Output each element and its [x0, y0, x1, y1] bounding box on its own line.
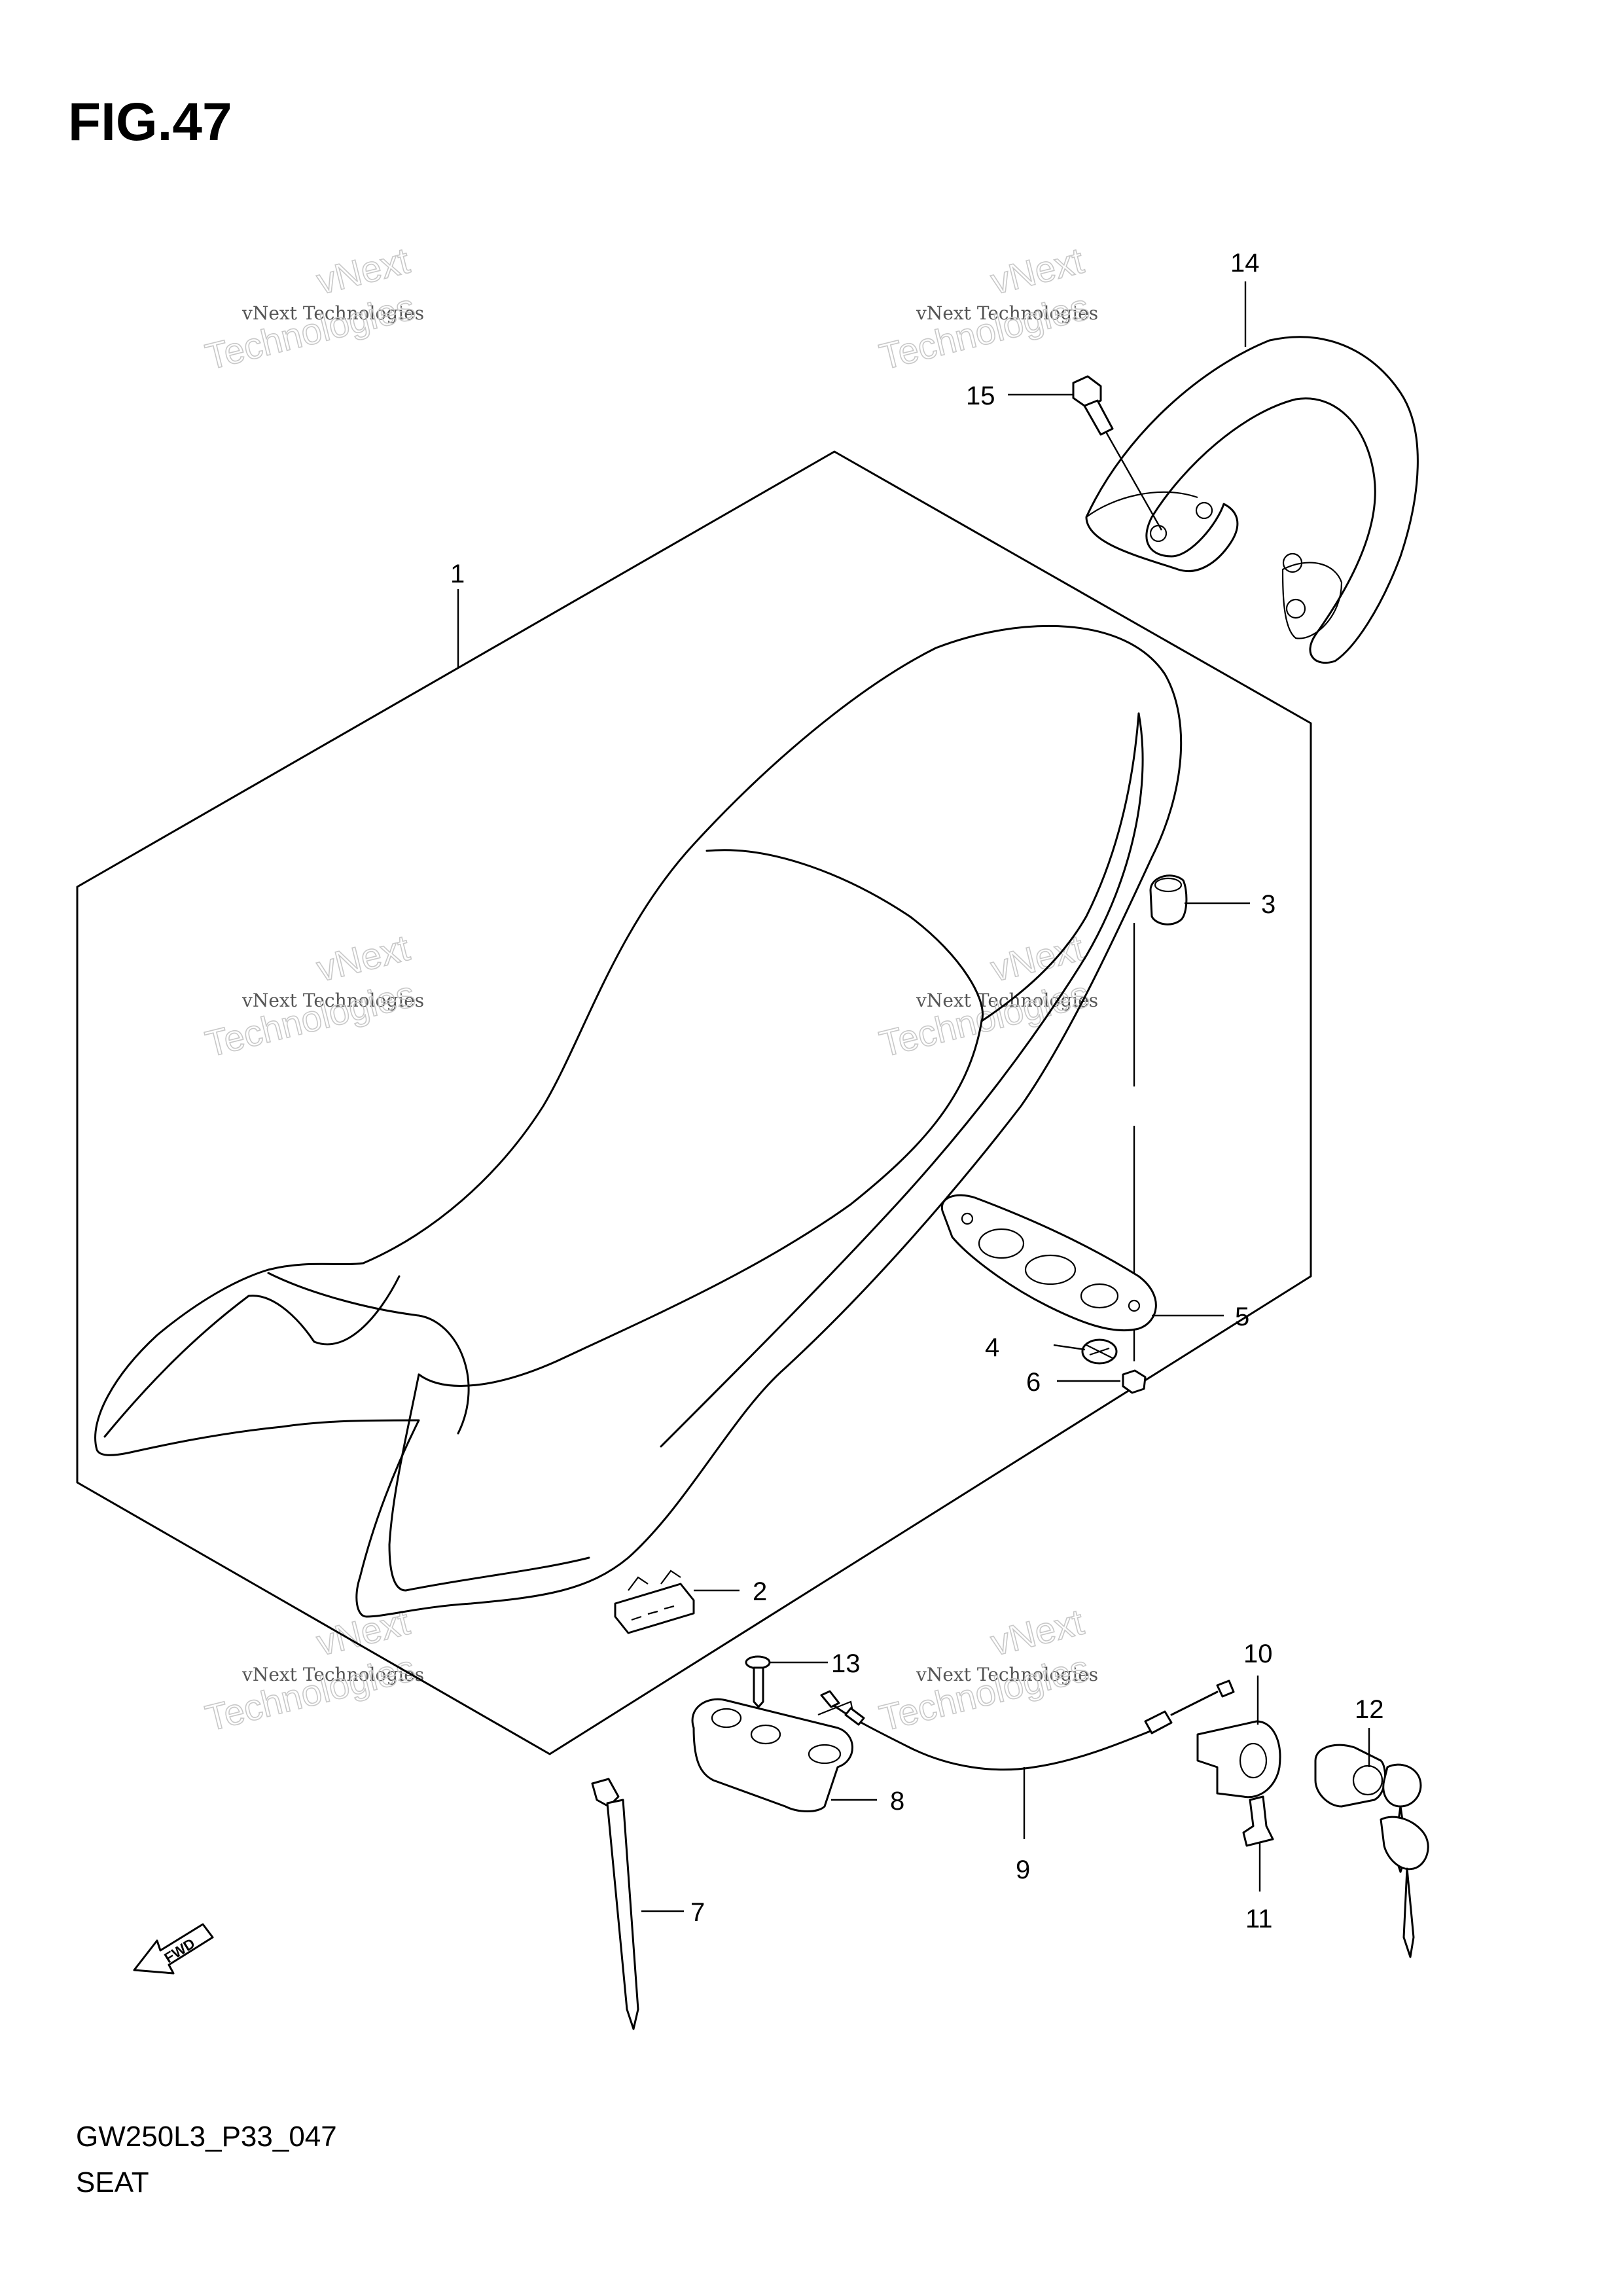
- damper: [1081, 1338, 1118, 1365]
- callout-7: 7: [690, 1898, 705, 1927]
- cable-tie: [591, 1778, 639, 2030]
- callout-10: 10: [1243, 1640, 1273, 1668]
- svg-text:vNext Technologies: vNext Technologies: [241, 1664, 424, 1685]
- seat-lock-cable: [820, 1679, 1235, 1771]
- rubber-cushion: [614, 1570, 695, 1634]
- svg-text:Technologies: Technologies: [876, 285, 1093, 377]
- bolt: [1072, 375, 1163, 531]
- cushion: [1149, 874, 1188, 925]
- svg-text:vNext Technologies: vNext Technologies: [916, 1664, 1098, 1685]
- callout-2: 2: [753, 1577, 767, 1606]
- callout-11: 11: [1245, 1905, 1273, 1933]
- callout-8: 8: [890, 1787, 904, 1816]
- callout-9: 9: [1016, 1856, 1030, 1884]
- svg-text:Technologies: Technologies: [202, 973, 419, 1064]
- callouts: 1 2 3 4 5 6 7 8 9 10 11 12 13 14 15: [450, 249, 1384, 1933]
- svg-text:vNext Technologies: vNext Technologies: [241, 990, 424, 1011]
- svg-text:Technologies: Technologies: [202, 285, 419, 377]
- watermark: vNext vNext Technologies Technologies: [875, 239, 1098, 378]
- seat: [94, 624, 1183, 1618]
- callout-1: 1: [450, 560, 465, 588]
- svg-text:vNext Technologies: vNext Technologies: [916, 302, 1098, 324]
- figure-title: FIG.47: [68, 92, 232, 152]
- bracket-plate: [940, 1194, 1157, 1332]
- seat-lock: [691, 1698, 855, 1812]
- watermarks: vNext vNext Technologies Technologies vN…: [201, 239, 1098, 1739]
- watermark: vNext vNext Technologies Technologies: [201, 239, 424, 378]
- callout-13: 13: [831, 1649, 861, 1678]
- leader-lines: [457, 281, 1370, 1912]
- callout-6: 6: [1026, 1368, 1041, 1397]
- callout-12: 12: [1355, 1695, 1384, 1724]
- callout-5: 5: [1235, 1302, 1249, 1331]
- clip: [1242, 1795, 1274, 1847]
- callout-15: 15: [966, 382, 995, 410]
- fwd-arrow: FWD: [133, 1923, 214, 1975]
- screw: [745, 1655, 771, 1708]
- watermark: vNext vNext Technologies Technologies: [875, 1600, 1098, 1739]
- nut: [1122, 1369, 1147, 1394]
- callout-4: 4: [985, 1333, 999, 1362]
- figure-name: SEAT: [76, 2166, 149, 2198]
- figure-code: GW250L3_P33_047: [76, 2121, 337, 2153]
- watermark: vNext vNext Technologies Technologies: [201, 1600, 424, 1739]
- grab-rail: [1085, 336, 1419, 664]
- lock-set: [1314, 1744, 1429, 1958]
- svg-text:Technologies: Technologies: [876, 1647, 1093, 1738]
- assembly-outline: [76, 450, 1312, 1755]
- callout-3: 3: [1261, 890, 1275, 919]
- svg-text:vNext Technologies: vNext Technologies: [916, 990, 1098, 1011]
- watermark: vNext vNext Technologies Technologies: [201, 926, 424, 1065]
- svg-text:vNext Technologies: vNext Technologies: [241, 302, 424, 324]
- lock-bracket: [1196, 1720, 1281, 1799]
- callout-14: 14: [1230, 249, 1260, 278]
